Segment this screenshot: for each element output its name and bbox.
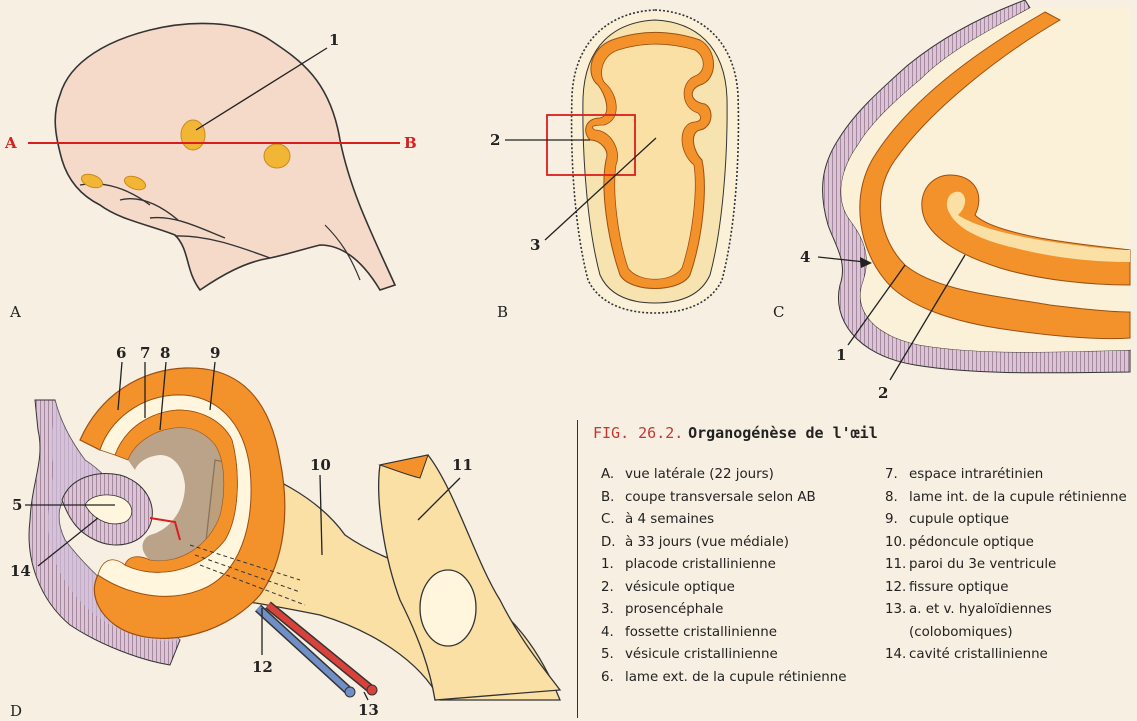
legend-item: 4.fossette cristallinienne — [601, 622, 871, 645]
legend-text: prosencéphale — [625, 599, 871, 622]
legend-item: 2.vésicule optique — [601, 577, 871, 600]
legend-item: D.à 33 jours (vue médiale) — [601, 532, 871, 555]
legend-key: 4. — [601, 622, 625, 645]
legend-text: pédoncule optique — [909, 532, 1130, 555]
vein-end — [345, 687, 355, 697]
caption-title: FIG. 26.2. Organogénèse de l'œil — [593, 424, 1133, 442]
legend-key: D. — [601, 532, 625, 555]
figure-number: FIG. 26.2. — [593, 424, 683, 442]
callout-d-6: 6 — [116, 344, 126, 362]
panel-d: 6 7 8 9 10 11 5 14 12 13 D — [10, 344, 560, 720]
legend-item: C.à 4 semaines — [601, 509, 871, 532]
legend-text: a. et v. hyaloïdiennes (colobomiques) — [909, 599, 1130, 644]
legend-key: 8. — [885, 487, 909, 510]
legend-text: vésicule cristallinienne — [625, 644, 871, 667]
panel-c: 4 1 2 C — [773, 0, 1130, 402]
legend-key: 1. — [601, 554, 625, 577]
callout-d-14: 14 — [10, 562, 31, 580]
figure-title: Organogénèse de l'œil — [688, 424, 878, 442]
legend-key: 10. — [885, 532, 909, 555]
legend-text: cupule optique — [909, 509, 1130, 532]
legend-text: espace intrarétinien — [909, 464, 1130, 487]
callout-b-3: 3 — [530, 236, 540, 254]
panel-label-b: B — [497, 303, 508, 321]
legend-text: lame int. de la cupule rétinienne — [909, 487, 1130, 510]
legend-text: placode cristallinienne — [625, 554, 871, 577]
callout-a-1: 1 — [329, 31, 339, 49]
lens-placode — [181, 120, 205, 150]
legend-item: 5.vésicule cristallinienne — [601, 644, 871, 667]
legend-item: 11.paroi du 3e ventricule — [885, 554, 1130, 577]
legend-text: cavité cristallinienne — [909, 644, 1130, 667]
callout-d-12: 12 — [252, 658, 273, 676]
marker-a: A — [4, 134, 17, 152]
legend-item: A.vue latérale (22 jours) — [601, 464, 871, 487]
figure-caption: FIG. 26.2. Organogénèse de l'œil A.vue l… — [593, 424, 1133, 454]
marker-b: B — [404, 134, 417, 152]
legend-item: 14.cavité cristallinienne — [885, 644, 1130, 667]
leader-d-13 — [364, 692, 368, 700]
callout-b-2: 2 — [490, 131, 500, 149]
legend-item: 13.a. et v. hyaloïdiennes (colobomiques) — [885, 599, 1130, 644]
legend-text: fossette cristallinienne — [625, 622, 871, 645]
legend-text: paroi du 3e ventricule — [909, 554, 1130, 577]
otic-placode — [264, 144, 290, 168]
callout-c-4: 4 — [800, 248, 810, 266]
legend-item: 10.pédoncule optique — [885, 532, 1130, 555]
legend-key: 11. — [885, 554, 909, 577]
panel-b: 2 3 B — [490, 10, 738, 321]
callout-d-5: 5 — [12, 496, 22, 514]
legend-item: 1.placode cristallinienne — [601, 554, 871, 577]
legend-key: 5. — [601, 644, 625, 667]
legend-text: fissure optique — [909, 577, 1130, 600]
panel-label-c: C — [773, 303, 784, 321]
legend-key: 2. — [601, 577, 625, 600]
callout-d-10: 10 — [310, 456, 331, 474]
callout-d-7: 7 — [140, 344, 150, 362]
legend-key: B. — [601, 487, 625, 510]
interventricular-opening — [420, 570, 476, 646]
legend-key: 12. — [885, 577, 909, 600]
legend-text: lame ext. de la cupule rétinienne — [625, 667, 871, 690]
legend-key: A. — [601, 464, 625, 487]
embryo-head — [55, 23, 395, 290]
panel-a: A B 1 A — [4, 23, 417, 321]
panel-label-d: D — [10, 702, 22, 720]
legend-item: 9.cupule optique — [885, 509, 1130, 532]
legend-key: 3. — [601, 599, 625, 622]
callout-d-9: 9 — [210, 344, 220, 362]
legend-key: 6. — [601, 667, 625, 690]
legend-text: à 33 jours (vue médiale) — [625, 532, 871, 555]
legend-column-1: A.vue latérale (22 jours) B.coupe transv… — [601, 464, 871, 689]
legend-text: à 4 semaines — [625, 509, 871, 532]
legend-item: 8.lame int. de la cupule rétinienne — [885, 487, 1130, 510]
legend-item: 12.fissure optique — [885, 577, 1130, 600]
callout-c-2: 2 — [878, 384, 888, 402]
legend-column-2: 7.espace intrarétinien 8.lame int. de la… — [885, 464, 1130, 667]
caption-divider — [577, 420, 578, 718]
legend-key: C. — [601, 509, 625, 532]
legend-key: 9. — [885, 509, 909, 532]
legend-item: B.coupe transversale selon AB — [601, 487, 871, 510]
legend-key: 7. — [885, 464, 909, 487]
callout-d-11: 11 — [452, 456, 473, 474]
panel-label-a: A — [9, 303, 21, 321]
legend-key: 14. — [885, 644, 909, 667]
artery-end — [367, 685, 377, 695]
legend-item: 3.prosencéphale — [601, 599, 871, 622]
legend-key: 13. — [885, 599, 909, 644]
callout-d-13: 13 — [358, 701, 379, 719]
third-ventricle-wall — [379, 455, 560, 700]
callout-d-8: 8 — [160, 344, 170, 362]
legend-text: coupe transversale selon AB — [625, 487, 871, 510]
legend-item: 6.lame ext. de la cupule rétinienne — [601, 667, 871, 690]
legend-item: 7.espace intrarétinien — [885, 464, 1130, 487]
legend-text: vue latérale (22 jours) — [625, 464, 871, 487]
callout-c-1: 1 — [836, 346, 846, 364]
legend-text: vésicule optique — [625, 577, 871, 600]
